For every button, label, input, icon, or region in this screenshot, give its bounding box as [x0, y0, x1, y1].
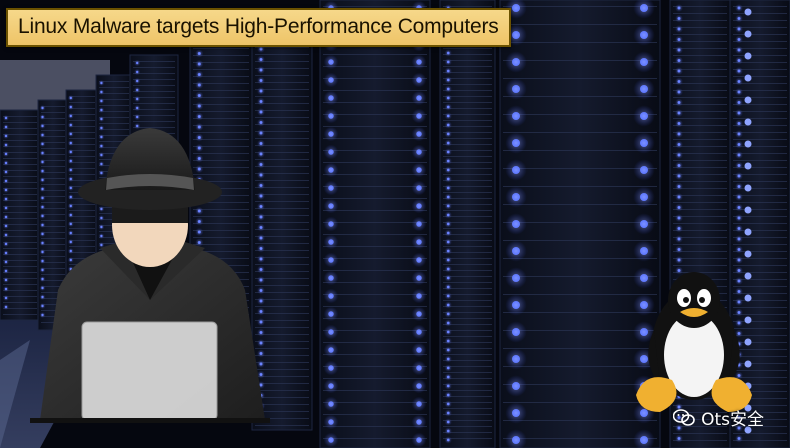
hacker-figure [30, 128, 270, 423]
laptop [82, 322, 217, 420]
watermark-text: Ots安全 [701, 410, 764, 430]
watermark: Ots安全 [673, 405, 764, 430]
tux-penguin-icon [636, 272, 752, 412]
title-banner: Linux Malware targets High-Performance C… [6, 8, 511, 47]
wechat-icon [673, 408, 695, 426]
title-text: Linux Malware targets High-Performance C… [18, 15, 499, 38]
